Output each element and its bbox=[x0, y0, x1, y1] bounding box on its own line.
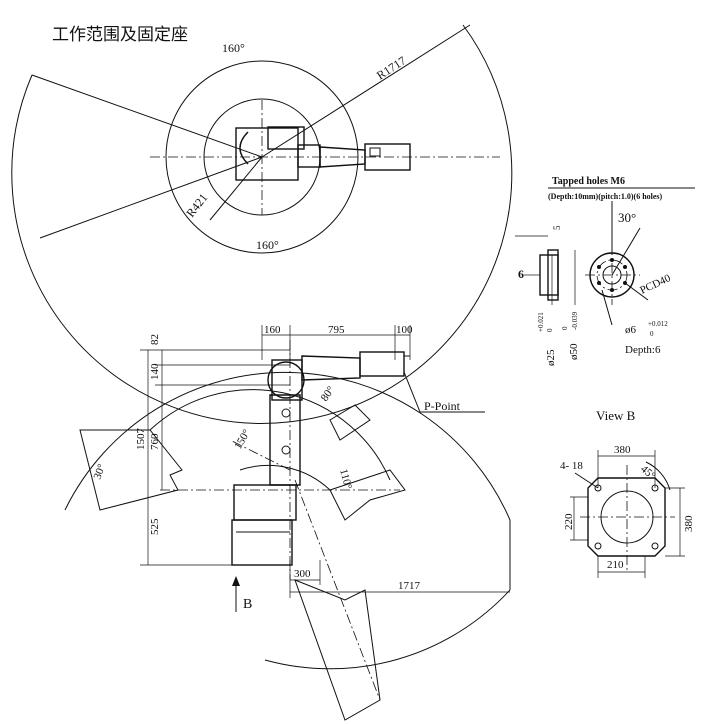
side-wedge-upper bbox=[329, 404, 371, 441]
top-limit-line-lower bbox=[39, 156, 263, 239]
view-b-holes-label: 4- 18 bbox=[560, 460, 583, 472]
top-radius-outer-label: R1717 bbox=[374, 53, 408, 82]
side-robot-joint-dot bbox=[281, 408, 291, 418]
view-b-dim-380-right-label: 380 bbox=[683, 515, 695, 532]
flange-phi6-tol-upper: +0.012 bbox=[648, 320, 668, 328]
side-robot-wrist bbox=[359, 351, 405, 377]
side-dim-525-label: 525 bbox=[149, 518, 161, 535]
flange-hole-2 bbox=[623, 265, 627, 269]
top-radius-inner-label: R421 bbox=[183, 191, 210, 220]
flange-phi25-tol-upper: +0.021 bbox=[537, 312, 545, 332]
side-wedge-bottom bbox=[294, 579, 381, 721]
side-bottom-arc bbox=[264, 589, 511, 670]
side-inner-arc-2 bbox=[239, 464, 331, 491]
flange-tapped-holes-label: Tapped holes M6 bbox=[552, 176, 625, 187]
side-inner-arc-1 bbox=[149, 389, 391, 481]
page-title: 工作范围及固定座 bbox=[52, 25, 188, 45]
arrow-b-head-icon bbox=[232, 576, 240, 586]
view-b: View B 380 45° 4- 18 220 380 21 bbox=[560, 408, 695, 578]
p-point-leader bbox=[403, 371, 421, 413]
flange-phi25-label: ø25 bbox=[545, 349, 557, 366]
flange-angle-30-label: 30° bbox=[618, 210, 636, 225]
view-b-hole-4 bbox=[651, 542, 659, 550]
view-b-angle-arc bbox=[645, 461, 671, 491]
view-b-hole-3 bbox=[594, 542, 602, 550]
side-angle-150-label: 150° bbox=[232, 427, 253, 451]
side-dim-1717-label: 1717 bbox=[398, 580, 421, 592]
top-view: 160° 160° R1717 R421 bbox=[11, 24, 513, 424]
side-robot-elbow bbox=[267, 361, 305, 399]
view-b-center-circle bbox=[600, 490, 654, 544]
view-b-dim-380-top-label: 380 bbox=[614, 444, 631, 456]
side-dim-160-label: 160 bbox=[264, 324, 281, 336]
top-robot-wrist-detail bbox=[369, 147, 381, 157]
flange-phi50-tol-lower: -0.039 bbox=[571, 311, 579, 330]
view-b-base-plate bbox=[587, 477, 666, 557]
side-robot-upper-arm bbox=[301, 355, 361, 381]
flange-detail: Tapped holes M6 (Depth:10mm)(pitch:1.0)(… bbox=[515, 176, 695, 366]
flange-phi50-tol-upper: 0 bbox=[561, 326, 569, 330]
side-dim-82-label: 82 bbox=[149, 334, 161, 345]
side-dim-100-label: 100 bbox=[396, 324, 413, 336]
top-robot-shoulder bbox=[267, 126, 305, 150]
flange-pcd-leader bbox=[624, 282, 649, 301]
side-robot-lower-arm bbox=[269, 394, 301, 486]
side-robot-joint-dot-2 bbox=[281, 445, 291, 455]
top-robot-cable bbox=[239, 131, 249, 165]
top-angle-bottom-label: 160° bbox=[256, 238, 279, 252]
top-limit-line-upper bbox=[31, 74, 263, 158]
top-angle-top-label: 160° bbox=[222, 41, 245, 55]
side-reach-line bbox=[294, 479, 381, 701]
arrow-b-label: B bbox=[243, 597, 252, 612]
flange-phi50-label: ø50 bbox=[568, 343, 580, 360]
flange-side-body bbox=[539, 254, 559, 296]
flange-phi25-tol-lower: 0 bbox=[546, 328, 554, 332]
side-outer-arc bbox=[64, 371, 511, 590]
side-angle-30-label: 30° bbox=[92, 462, 109, 481]
view-b-dim-210-label: 210 bbox=[607, 559, 624, 571]
flange-phi6-label: ø6 bbox=[625, 324, 637, 336]
flange-phi6-tol-lower: 0 bbox=[650, 330, 654, 338]
side-dim-1507-label: 1507 bbox=[135, 428, 147, 451]
flange-hole-5 bbox=[597, 281, 601, 285]
side-angle-80-label: 80° bbox=[319, 384, 338, 404]
view-b-holes-leader bbox=[574, 472, 599, 489]
side-dim-795-label: 795 bbox=[328, 324, 345, 336]
side-view: 160 795 100 82 140 760 1507 525 300 1717… bbox=[64, 324, 511, 721]
side-dim-140-label: 140 bbox=[149, 363, 161, 380]
flange-dim-5-label: 5 bbox=[552, 225, 562, 230]
flange-tapped-detail-label: (Depth:10mm)(pitch:1.0)(6 holes) bbox=[548, 192, 663, 201]
flange-angle-leader bbox=[611, 227, 641, 276]
flange-depth-label: Depth:6 bbox=[625, 344, 661, 356]
flange-side-plate bbox=[547, 249, 559, 301]
flange-dim-6-label: 6 bbox=[518, 267, 524, 281]
top-r421-leader bbox=[209, 156, 263, 221]
p-point-label: P-Point bbox=[424, 399, 461, 413]
view-b-label: View B bbox=[596, 408, 636, 423]
side-robot-pedestal bbox=[231, 519, 293, 566]
side-wedge-right bbox=[329, 469, 406, 521]
top-outer-arc bbox=[11, 24, 513, 424]
top-robot-wrist bbox=[364, 143, 411, 171]
side-dim-300-label: 300 bbox=[294, 568, 311, 580]
side-arm-axis bbox=[229, 439, 291, 471]
side-angle-110-label: 110° bbox=[337, 468, 354, 491]
side-dim-760-label: 760 bbox=[149, 433, 161, 450]
flange-phi6-leader bbox=[601, 289, 613, 326]
side-wedge-left bbox=[79, 429, 183, 511]
view-b-dim-220-label: 220 bbox=[563, 513, 575, 530]
top-r1717-leader bbox=[261, 24, 471, 158]
flange-hole-6 bbox=[597, 265, 601, 269]
flange-pcd-label: PCD40 bbox=[638, 272, 673, 297]
